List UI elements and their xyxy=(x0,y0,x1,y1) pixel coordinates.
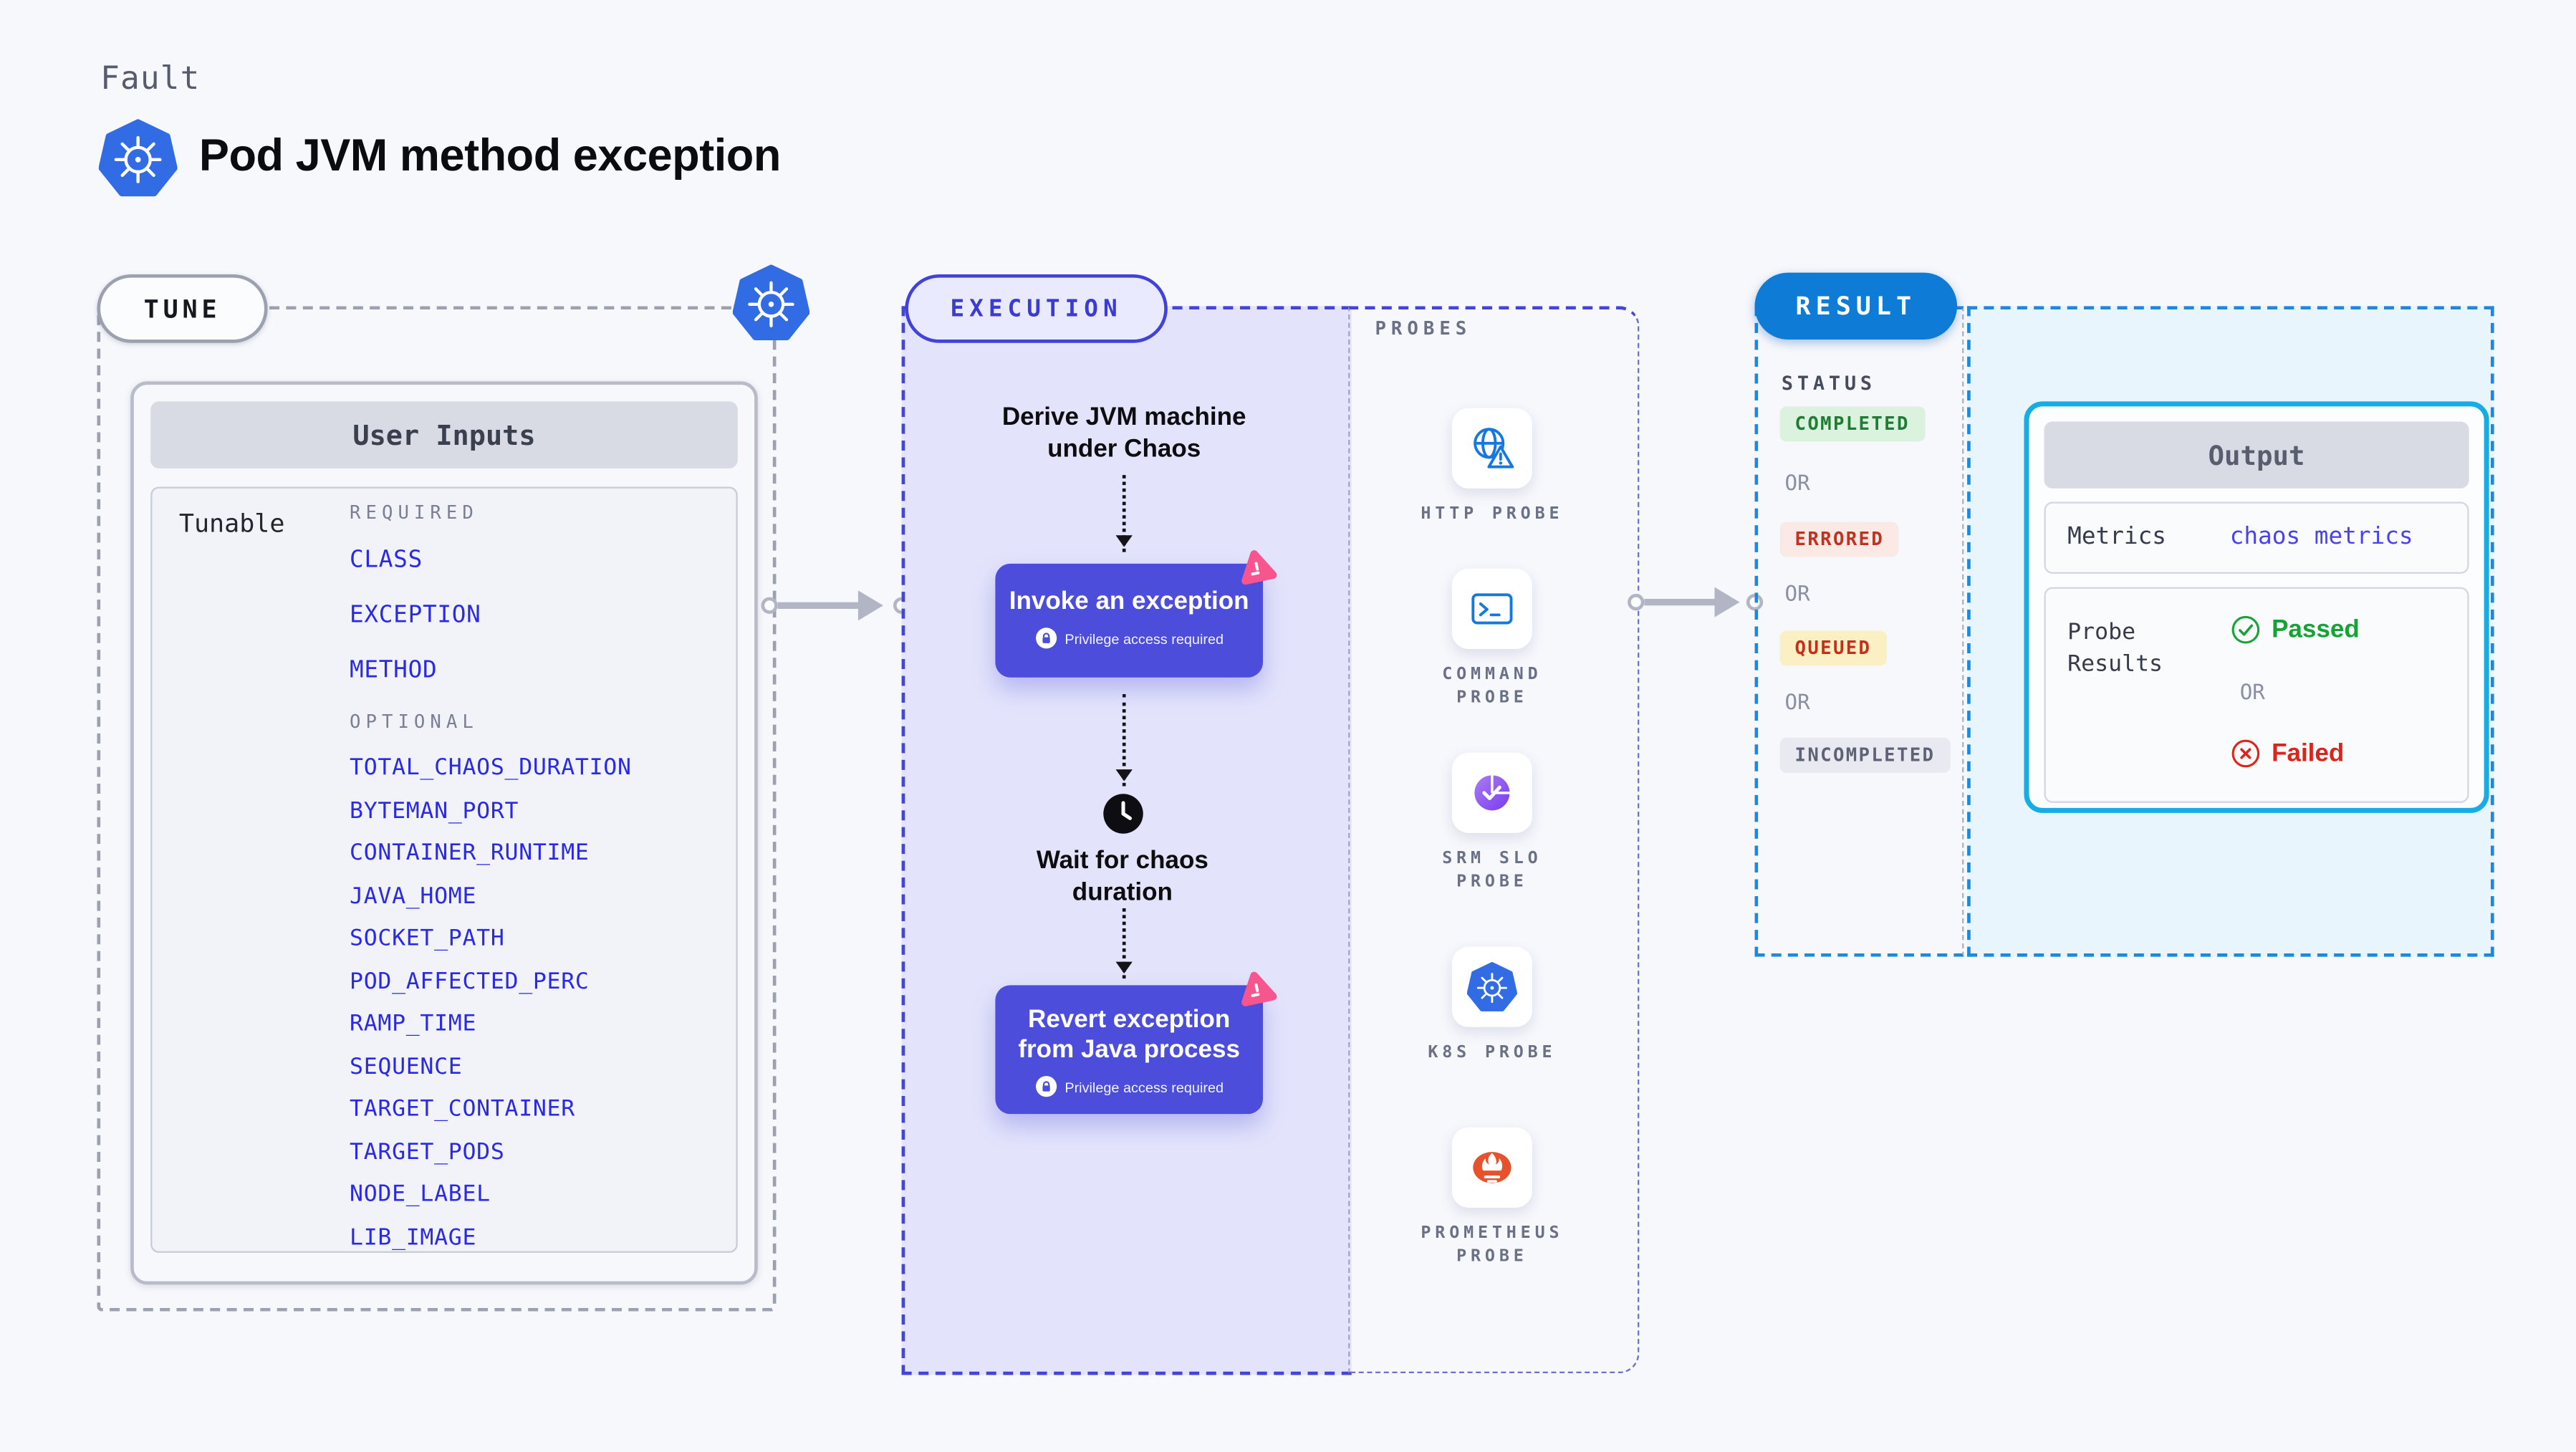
verdict-passed: Passed xyxy=(2230,614,2360,645)
srm-slo-probe-card[interactable] xyxy=(1451,752,1532,833)
tune-pill: TUNE xyxy=(97,274,268,343)
tunable-item[interactable]: BYTEMAN_PORT xyxy=(350,797,519,824)
optional-section-label: OPTIONAL xyxy=(350,711,479,733)
tunable-item[interactable]: JAVA_HOME xyxy=(350,882,477,910)
result-pill: RESULT xyxy=(1754,272,1958,340)
wait-step-label: Wait for chaos duration xyxy=(1036,846,1208,907)
lock-icon xyxy=(1034,628,1056,649)
kubernetes-logo-icon xyxy=(99,119,178,198)
k8s-probe-icon xyxy=(1467,962,1517,1012)
x-circle-icon xyxy=(2231,739,2260,768)
tunable-item[interactable]: RAMP_TIME xyxy=(350,1010,477,1037)
status-badge-incompleted: INCOMPLETED xyxy=(1779,737,1951,773)
derive-step-label: Derive JVM machine under Chaos xyxy=(1001,403,1246,463)
prometheus-probe-icon xyxy=(1473,1152,1512,1183)
execution-pill: EXECUTION xyxy=(905,274,1168,343)
probe-results-label: Probe Results xyxy=(2067,618,2163,678)
status-badge-errored: ERRORED xyxy=(1779,521,1900,557)
or-label: OR xyxy=(2239,679,2265,705)
tune-section-box xyxy=(97,306,777,1312)
probe-name: SRM SLO PROBE xyxy=(1442,850,1542,892)
tunable-item[interactable]: CLASS xyxy=(350,547,423,574)
probes-section-box xyxy=(1348,306,1640,1374)
probe-item-http: HTTP PROBE xyxy=(1375,408,1609,527)
privilege-note: Privilege access required xyxy=(1064,1077,1224,1095)
or-label: OR xyxy=(1784,689,1810,715)
privilege-note: Privilege access required xyxy=(1064,630,1224,647)
tunable-item[interactable]: LIB_IMAGE xyxy=(350,1223,477,1251)
execution-section-box xyxy=(901,306,1352,1375)
metrics-row: Metrics chaos metrics xyxy=(2044,501,2469,574)
tunable-item[interactable]: METHOD xyxy=(350,657,438,685)
invoke-exception-step[interactable]: Invoke an exception Privilege access req… xyxy=(995,563,1264,678)
passed-label: Passed xyxy=(2272,615,2360,645)
probe-name: PROMETHEUS PROBE xyxy=(1421,1224,1564,1266)
clock-icon xyxy=(1103,794,1143,834)
tunable-item[interactable]: SOCKET_PATH xyxy=(350,925,505,952)
tunable-item[interactable]: EXCEPTION xyxy=(350,602,481,629)
verdict-failed: Failed xyxy=(2230,738,2345,769)
tunable-item[interactable]: TOTAL_CHAOS_DURATION xyxy=(350,754,632,782)
prometheus-probe-card[interactable] xyxy=(1451,1127,1532,1208)
chaos-metrics-link[interactable]: chaos metrics xyxy=(2229,523,2413,551)
probe-name: K8S PROBE xyxy=(1428,1044,1557,1062)
output-card-title: Output xyxy=(2044,421,2469,489)
tunable-item[interactable]: TARGET_CONTAINER xyxy=(350,1095,575,1122)
litmus-chaos-icon xyxy=(1234,966,1280,1012)
probe-name: HTTP PROBE xyxy=(1421,505,1564,524)
probe-item-command: COMMAND PROBE xyxy=(1375,568,1609,711)
litmus-chaos-icon xyxy=(1234,545,1280,591)
probe-results-row: Probe Results Passed OR Failed xyxy=(2044,587,2469,803)
revert-exception-step[interactable]: Revert exception from Java process Privi… xyxy=(995,985,1264,1115)
failed-label: Failed xyxy=(2272,739,2345,768)
execution-to-result-arrow xyxy=(1628,585,1764,619)
page-title: Pod JVM method exception xyxy=(198,130,781,181)
probe-item-prometheus: PROMETHEUS PROBE xyxy=(1375,1127,1609,1269)
kubernetes-icon xyxy=(733,264,809,341)
status-section-label: STATUS xyxy=(1781,371,1876,395)
fault-kicker: Fault xyxy=(100,60,201,97)
tune-to-execution-arrow xyxy=(761,589,911,622)
or-label: OR xyxy=(1784,580,1810,606)
or-label: OR xyxy=(1784,470,1810,496)
tunable-row-label: Tunable xyxy=(178,508,285,539)
lock-icon xyxy=(1034,1075,1056,1097)
tunable-item[interactable]: NODE_LABEL xyxy=(350,1181,491,1208)
http-probe-card[interactable] xyxy=(1451,408,1532,489)
tunable-item[interactable]: SEQUENCE xyxy=(350,1052,463,1080)
flow-arrow-down-icon xyxy=(1115,694,1133,787)
probes-section-label: PROBES xyxy=(1375,317,1472,340)
user-inputs-card: User Inputs Tunable REQUIRED CLASS EXCEPT… xyxy=(130,381,758,1285)
check-circle-icon xyxy=(2231,615,2260,644)
probe-name: COMMAND PROBE xyxy=(1442,665,1542,708)
flow-arrow-down-icon xyxy=(1115,908,1133,979)
optional-items-list: TOTAL_CHAOS_DURATION BYTEMAN_PORT CONTAINE… xyxy=(350,753,726,1252)
k8s-probe-card[interactable] xyxy=(1451,946,1532,1027)
metrics-label: Metrics xyxy=(2067,523,2166,551)
probe-item-srm-slo: SRM SLO PROBE xyxy=(1375,752,1609,895)
tunable-item[interactable]: POD_AFFECTED_PERC xyxy=(350,967,590,995)
flow-arrow-down-icon xyxy=(1115,475,1133,552)
srm-slo-probe-icon xyxy=(1474,774,1511,811)
revert-exception-label: Revert exception from Java process xyxy=(1018,1005,1240,1064)
invoke-exception-label: Invoke an exception xyxy=(1009,587,1249,616)
required-items-list: CLASS EXCEPTION METHOD xyxy=(350,545,726,687)
output-card: Output Metrics chaos metrics Probe Resul… xyxy=(2024,401,2489,813)
status-badge-completed: COMPLETED xyxy=(1779,406,1925,442)
command-probe-card[interactable] xyxy=(1451,568,1532,650)
status-badge-queued: QUEUED xyxy=(1779,630,1887,666)
command-probe-icon xyxy=(1471,593,1513,625)
tunable-item[interactable]: TARGET_PODS xyxy=(350,1138,505,1165)
probe-item-k8s: K8S PROBE xyxy=(1375,946,1609,1066)
tunables-panel: Tunable REQUIRED CLASS EXCEPTION METHOD OP… xyxy=(150,486,738,1253)
http-probe-icon xyxy=(1474,428,1514,468)
tunable-item[interactable]: CONTAINER_RUNTIME xyxy=(350,840,590,867)
required-section-label: REQUIRED xyxy=(350,501,479,524)
user-inputs-title: User Inputs xyxy=(150,401,738,468)
